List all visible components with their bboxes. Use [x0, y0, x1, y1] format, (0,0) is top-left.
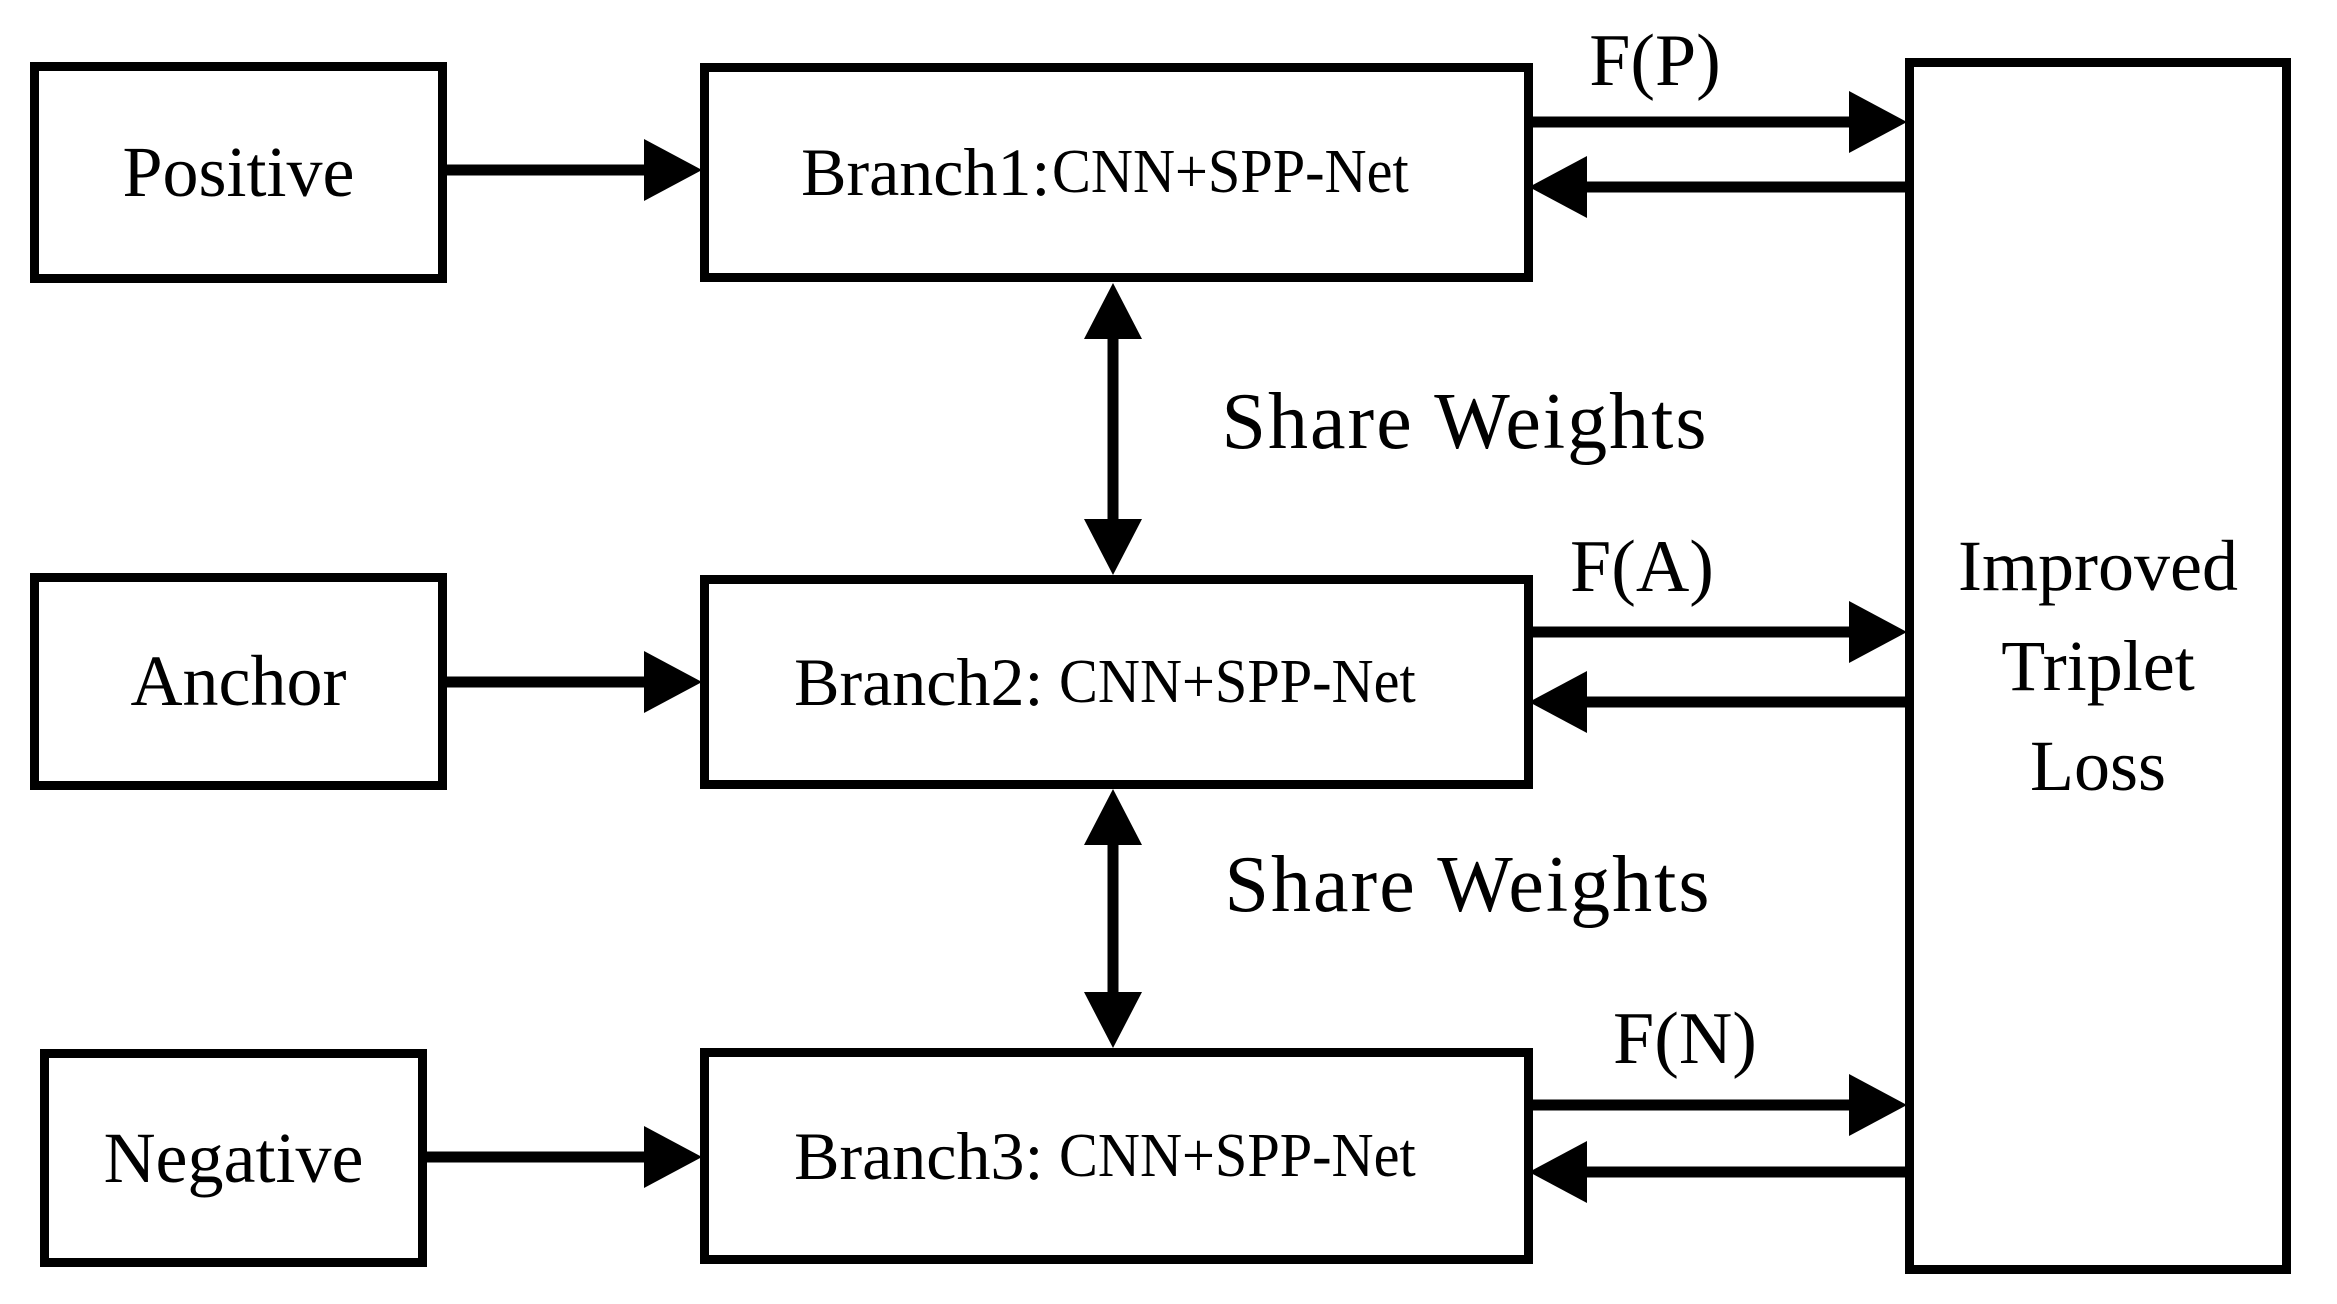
fn-label: F(N)	[1613, 998, 1757, 1080]
branch2-box: Branch2:CNN+SPP-Net	[700, 575, 1533, 789]
share-weights-arrow-top	[1083, 283, 1143, 575]
arrow-head	[1529, 671, 1587, 733]
arrow-head	[644, 1126, 702, 1188]
branch1-net: CNN+SPP-Net	[1052, 138, 1410, 206]
share-weights-label-bottom: Share Weights	[1224, 841, 1712, 929]
loss-label-line1: Improved	[1958, 526, 2238, 606]
branch2-title: Branch2:	[794, 643, 1044, 720]
arrow-head	[1849, 1074, 1907, 1136]
arrow-shaft	[1107, 831, 1119, 1006]
arrow-head	[1529, 156, 1587, 218]
arrow-shaft	[443, 676, 648, 688]
arrow-head-down	[1084, 992, 1142, 1048]
arrow-negative-to-branch3	[424, 1126, 702, 1188]
arrow-positive-to-branch1	[443, 139, 702, 201]
arrow-loss-to-branch3	[1529, 1141, 1907, 1203]
anchor-label: Anchor	[130, 641, 347, 721]
branch1-box: Branch1:CNN+SPP-Net	[700, 63, 1533, 282]
branch3-net: CNN+SPP-Net	[1059, 1121, 1417, 1190]
arrow-head	[644, 651, 702, 713]
arrow-shaft	[1529, 1099, 1853, 1111]
arrow-head-down	[1084, 519, 1142, 575]
positive-label: Positive	[122, 132, 355, 212]
arrow-shaft	[424, 1151, 648, 1163]
arrow-shaft	[1107, 325, 1119, 533]
input-box-negative: Negative	[40, 1049, 427, 1267]
arrow-shaft	[443, 164, 648, 176]
arrow-fa-forward	[1529, 601, 1907, 663]
arrow-head	[644, 139, 702, 201]
arrow-fn-forward	[1529, 1074, 1907, 1136]
share-weights-arrow-bottom	[1083, 789, 1143, 1048]
share-weights-label-top: Share Weights	[1221, 378, 1709, 466]
arrow-fp-forward	[1529, 91, 1907, 153]
fa-label: F(A)	[1570, 526, 1714, 608]
arrow-loss-to-branch2	[1529, 671, 1907, 733]
arrow-shaft	[1583, 181, 1907, 193]
arrow-shaft	[1529, 116, 1853, 128]
negative-label: Negative	[103, 1117, 364, 1198]
loss-label-line3: Loss	[2029, 726, 2167, 806]
arrow-loss-to-branch1	[1529, 156, 1907, 218]
branch2-net: CNN+SPP-Net	[1059, 647, 1417, 716]
arrow-shaft	[1583, 696, 1907, 708]
arrow-head	[1529, 1141, 1587, 1203]
branch3-box: Branch3:CNN+SPP-Net	[700, 1048, 1533, 1264]
input-box-positive: Positive	[30, 62, 447, 283]
arrow-anchor-to-branch2	[443, 651, 702, 713]
loss-label-line2: Triplet	[2001, 626, 2195, 706]
input-box-anchor: Anchor	[30, 573, 447, 790]
branch3-title: Branch3:	[794, 1117, 1044, 1194]
loss-box: Improved Triplet Loss	[1905, 58, 2291, 1274]
arrow-head	[1849, 601, 1907, 663]
fp-label: F(P)	[1589, 20, 1721, 102]
arrow-shaft	[1529, 626, 1853, 638]
branch1-title: Branch1:	[801, 134, 1051, 210]
arrow-shaft	[1583, 1166, 1907, 1178]
arrow-head	[1849, 91, 1907, 153]
